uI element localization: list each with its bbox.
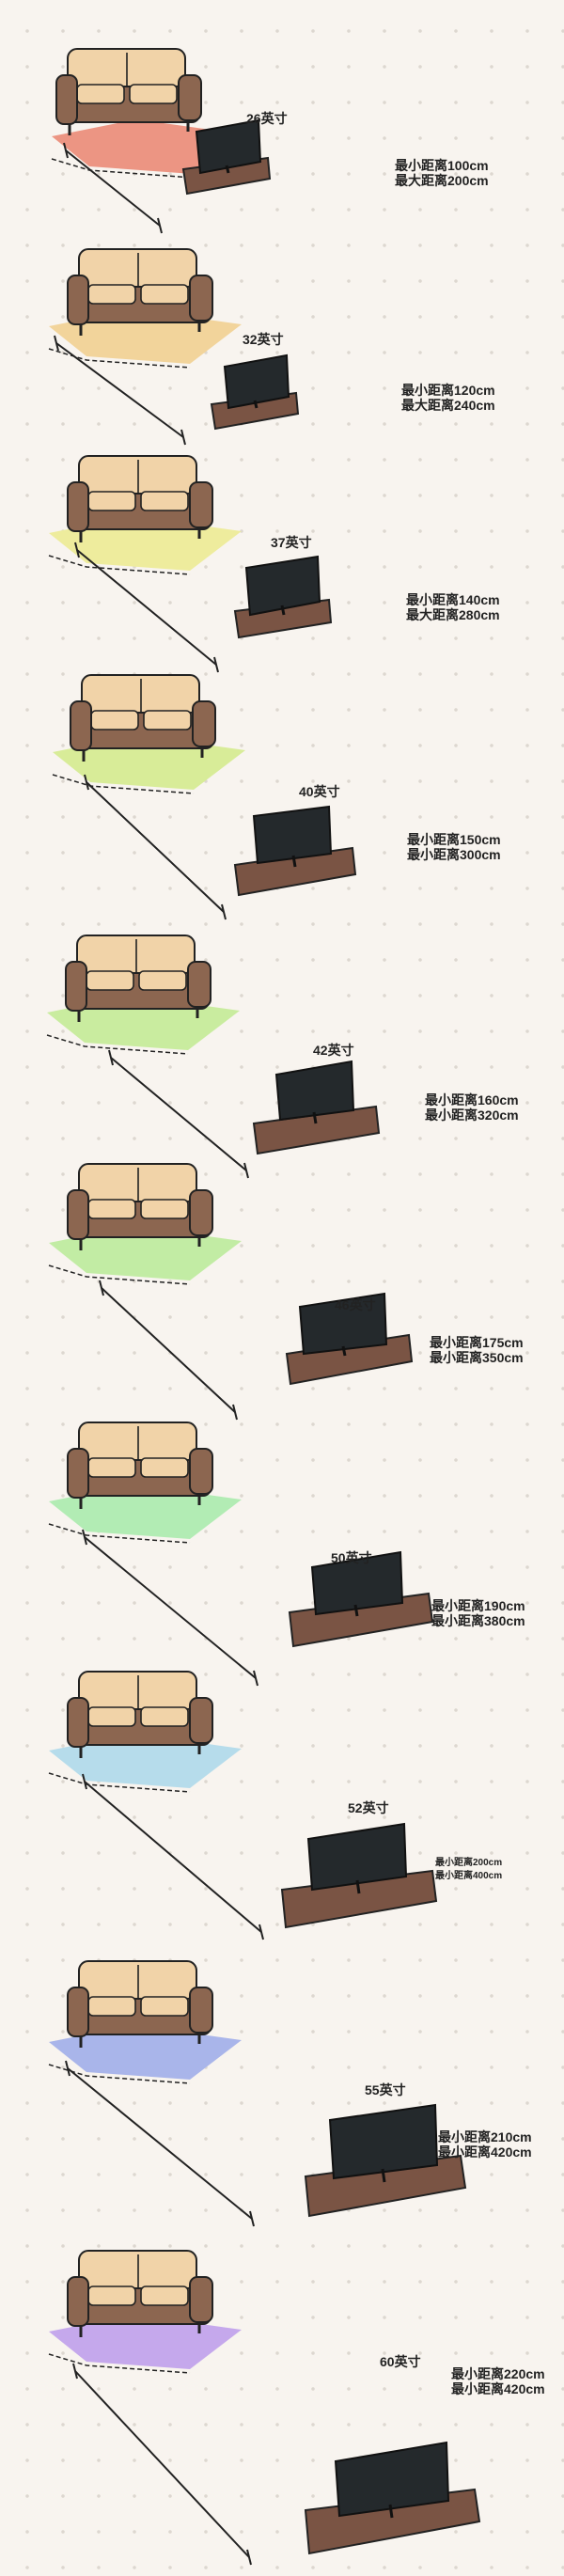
distance-text: 最小距离150cm 最小距离300cm	[407, 832, 501, 862]
scene-42-inch: 42英寸 最小距离160cm 最小距离320cm	[0, 935, 564, 1185]
distance-text: 最小距离175cm 最小距离350cm	[430, 1335, 524, 1365]
max-distance: 最小距离300cm	[407, 847, 501, 862]
max-distance: 最小距离320cm	[425, 1107, 519, 1123]
min-distance: 最小距离210cm	[438, 2129, 532, 2144]
min-distance: 最小距离140cm	[406, 592, 500, 607]
tv-size-label: 46英寸	[335, 1297, 376, 1312]
illustration	[48, 1163, 414, 1421]
tv-set	[233, 555, 333, 639]
illustration	[48, 2250, 481, 2566]
distance-text: 最小距离140cm 最大距离280cm	[406, 592, 500, 622]
scene-40-inch: 40英寸 最小距离150cm 最小距离300cm	[0, 674, 564, 926]
max-distance: 最小距离420cm	[438, 2144, 532, 2160]
tv-set	[304, 2441, 481, 2555]
sofa	[67, 248, 213, 336]
min-distance: 最小距离100cm	[395, 158, 489, 173]
distance-line	[86, 781, 225, 913]
tv-size-label: 52英寸	[348, 1800, 389, 1815]
max-distance: 最小距离380cm	[431, 1613, 525, 1628]
scene-60-inch: 60英寸 最小距离220cm 最小距离420cm	[0, 2247, 564, 2566]
tv-set	[252, 1060, 381, 1155]
distance-line	[67, 2067, 253, 2220]
sofa	[67, 455, 213, 542]
sofa	[67, 1422, 213, 1509]
scene-55-inch: 55英寸 最小距离210cm 最小距离420cm	[0, 1956, 564, 2227]
sofa	[67, 2250, 213, 2337]
distance-text: 最小距离220cm 最小距离420cm	[451, 2366, 545, 2396]
scene-37-inch: 37英寸 最小距离140cm 最大距离280cm	[0, 455, 564, 705]
tv-set	[304, 2103, 467, 2218]
min-distance: 最小距离220cm	[451, 2366, 545, 2381]
scene-50-inch: 50英寸 最小距离190cm 最小距离380cm	[0, 1422, 564, 1687]
tv-size-label: 60英寸	[380, 2354, 421, 2369]
distance-line	[74, 2370, 250, 2558]
tv-size-label: 40英寸	[299, 784, 340, 799]
tv-set	[210, 353, 300, 431]
distance-line	[55, 342, 184, 438]
rug-shape	[49, 2315, 242, 2369]
tv-set	[285, 1292, 414, 1386]
min-distance: 最小距离175cm	[430, 1335, 524, 1350]
rug	[48, 2315, 242, 2374]
min-distance: 最小距离150cm	[407, 832, 501, 847]
tv-set	[280, 1822, 438, 1929]
distance-text: 最小距离210cm 最小距离420cm	[438, 2129, 532, 2160]
distance-text: 最小距离160cm 最小距离320cm	[425, 1092, 519, 1123]
distance-line	[84, 1536, 257, 1679]
sofa	[67, 1960, 213, 2048]
min-distance: 最小距离120cm	[401, 383, 495, 398]
scene-32-inch: 32英寸 最小距离120cm 最大距离240cm	[0, 248, 564, 498]
distance-text: 最小距离190cm 最小距离380cm	[431, 1598, 525, 1628]
distance-text: 最小距离200cm 最小距离400cm	[435, 1857, 502, 1883]
distance-line	[101, 1287, 236, 1413]
max-distance: 最大距离240cm	[401, 398, 495, 413]
sofa	[67, 1671, 213, 1758]
distance-line	[84, 1781, 262, 1933]
tv-size-label: 32英寸	[243, 332, 284, 347]
scene-52-inch: 52英寸 最小距离200cm 最小距离400cm	[0, 1671, 564, 1940]
min-distance: 最小距离200cm	[435, 1858, 503, 1868]
scene-46-inch: 46英寸 最小距离175cm 最小距离350cm	[0, 1163, 564, 1421]
illustration	[48, 455, 333, 673]
tv-size-label: 26英寸	[246, 111, 288, 126]
tv-size-label: 42英寸	[313, 1043, 354, 1058]
distance-line	[65, 149, 161, 227]
illustration	[51, 48, 272, 234]
illustration	[48, 248, 300, 446]
tv-size-label: 55英寸	[365, 2082, 406, 2097]
sofa	[65, 935, 212, 1022]
rug	[48, 1484, 242, 1544]
rug-shape	[49, 1484, 242, 1539]
max-distance: 最小距离420cm	[451, 2381, 545, 2396]
tv-size-label: 37英寸	[271, 535, 312, 550]
sofa	[67, 1163, 213, 1250]
tv-size-label: 50英寸	[331, 1550, 372, 1565]
illustration	[48, 1960, 467, 2227]
illustration	[46, 935, 381, 1179]
rug	[48, 2025, 242, 2084]
distance-text: 最小距离120cm 最大距离240cm	[401, 383, 495, 413]
min-distance: 最小距离190cm	[431, 1598, 525, 1613]
min-distance: 最小距离160cm	[425, 1092, 519, 1107]
max-distance: 最大距离200cm	[395, 173, 489, 188]
max-distance: 最小距离350cm	[430, 1350, 524, 1365]
illustration	[48, 1671, 438, 1940]
tv-set	[181, 118, 272, 196]
rug-shape	[49, 1226, 242, 1280]
sofa	[70, 674, 216, 762]
distance-line	[110, 1057, 247, 1171]
rug-shape	[49, 1734, 242, 1788]
distance-line	[76, 549, 217, 666]
illustration	[52, 674, 357, 920]
illustration	[48, 1422, 434, 1687]
scene-26-inch: 26英寸 最小距离100cm 最大距离200cm	[0, 38, 564, 287]
rug	[48, 1226, 242, 1285]
tv-set	[233, 805, 357, 897]
rug-shape	[49, 2025, 242, 2080]
sofa	[55, 48, 202, 135]
tv-set	[288, 1550, 434, 1648]
distance-text: 最小距离100cm 最大距离200cm	[395, 158, 489, 188]
max-distance: 最小距离400cm	[435, 1871, 503, 1881]
max-distance: 最大距离280cm	[406, 607, 500, 622]
